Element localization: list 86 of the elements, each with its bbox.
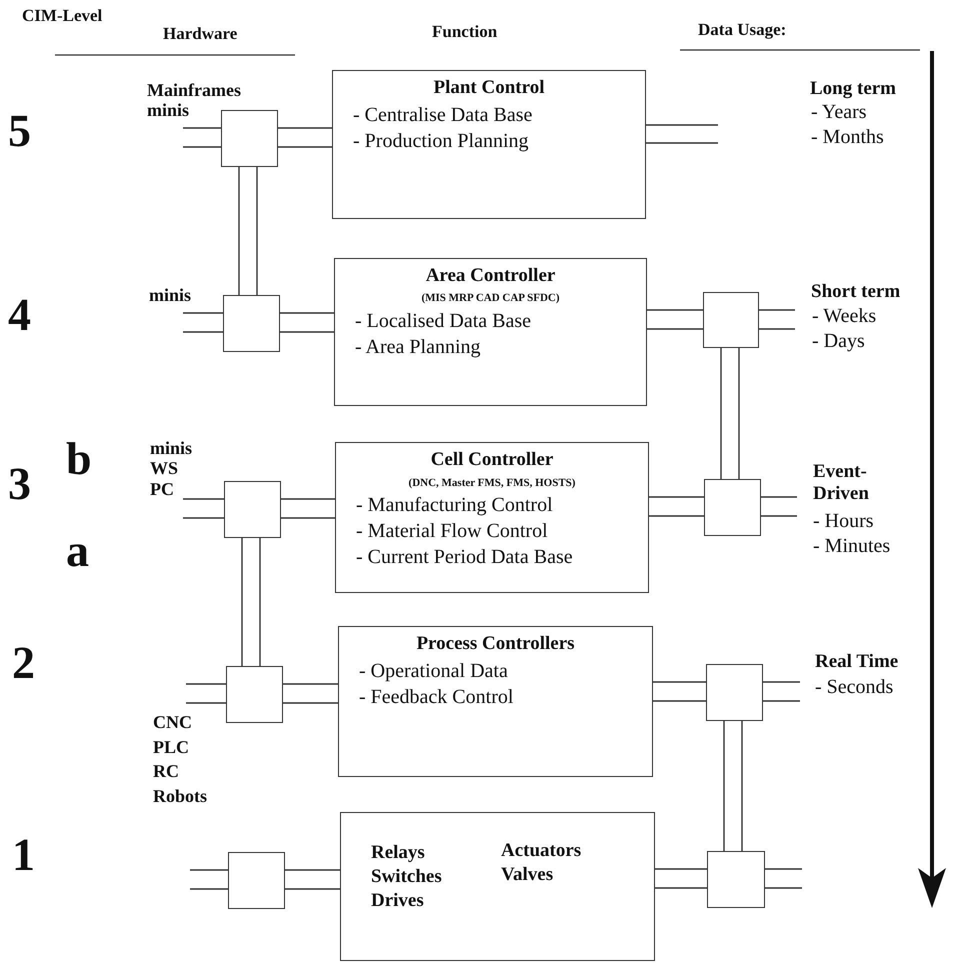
junction-box xyxy=(224,481,281,538)
connector-pipe xyxy=(654,868,708,889)
hardware-label: PC xyxy=(150,479,174,500)
connector-pipe xyxy=(720,347,740,480)
connector-pipe xyxy=(185,683,227,704)
connector-pipe xyxy=(760,496,798,517)
box-subtitle: (MIS MRP CAD CAP SFDC) xyxy=(420,292,561,306)
box-heading: Cell Controller xyxy=(430,449,554,472)
box-text: - Manufacturing Control xyxy=(356,493,553,517)
connector-pipe xyxy=(241,537,261,667)
data-usage-heading: Short term xyxy=(811,281,900,303)
column-header: Hardware xyxy=(163,24,238,44)
box-heading: Process Controllers xyxy=(415,633,576,656)
data-usage-item: - Weeks xyxy=(812,305,876,328)
data-usage-item: - Seconds xyxy=(815,676,894,699)
data-usage-item: - Hours xyxy=(813,510,874,533)
junction-box xyxy=(704,479,761,536)
junction-box xyxy=(223,295,280,352)
connector-pipe xyxy=(277,127,333,148)
box-text: Relays Switches Drives xyxy=(371,841,443,912)
box-text: - Centralise Data Base xyxy=(353,103,532,127)
box-text: - Material Flow Control xyxy=(356,519,548,543)
connector-pipe xyxy=(762,681,801,702)
connector-pipe xyxy=(238,166,258,296)
data-usage-item: - Minutes xyxy=(813,535,890,558)
box-text: - Current Period Data Base xyxy=(356,545,573,569)
hardware-label: Mainframes xyxy=(147,80,241,101)
junction-box xyxy=(706,664,763,721)
box-heading: Area Controller xyxy=(424,265,556,288)
function-box xyxy=(332,70,646,219)
connector-pipe xyxy=(646,309,704,330)
data-usage-heading: Real Time xyxy=(815,651,898,673)
connector-pipe xyxy=(645,124,719,144)
sublevel-letter: a xyxy=(66,528,89,574)
junction-box xyxy=(228,852,285,909)
hardware-label: CNC xyxy=(153,712,192,733)
connector-pipe xyxy=(182,127,222,148)
hardware-label: RC xyxy=(153,761,179,782)
connector-pipe xyxy=(723,720,743,852)
function-box xyxy=(335,442,649,593)
hardware-label: minis xyxy=(147,100,190,121)
hardware-label: WS xyxy=(150,458,178,479)
data-usage-heading: Event- Driven xyxy=(813,461,870,505)
level-number: 1 xyxy=(12,832,35,878)
connector-pipe xyxy=(648,496,705,517)
connector-pipe xyxy=(282,683,339,704)
function-box xyxy=(340,812,655,961)
box-text: Actuators Valves xyxy=(501,839,582,886)
column-header: CIM-Level xyxy=(22,6,102,26)
data-usage-heading: Long term xyxy=(810,78,896,100)
junction-box xyxy=(226,666,283,723)
connector-pipe xyxy=(182,498,225,519)
connector-pipe xyxy=(652,681,707,702)
hardware-label: Robots xyxy=(153,786,208,807)
box-text: - Feedback Control xyxy=(359,685,514,709)
box-text: - Localised Data Base xyxy=(355,309,532,333)
connector-pipe xyxy=(279,312,335,333)
hardware-label: PLC xyxy=(153,737,189,758)
level-number: 5 xyxy=(8,108,31,154)
data-usage-item: - Years xyxy=(811,101,867,124)
connector-pipe xyxy=(182,312,224,333)
junction-box xyxy=(707,851,765,908)
connector-pipe xyxy=(758,309,796,330)
column-header: Data Usage: xyxy=(698,20,786,40)
level-number: 2 xyxy=(12,640,35,686)
level-number: 4 xyxy=(8,292,31,338)
box-heading: Plant Control xyxy=(432,77,546,100)
box-subtitle: (DNC, Master FMS, FMS, HOSTS) xyxy=(408,477,576,490)
hardware-label: minis xyxy=(150,438,192,459)
data-usage-item: - Days xyxy=(812,330,865,353)
box-text: - Operational Data xyxy=(359,659,508,683)
data-usage-item: - Months xyxy=(811,126,884,149)
junction-box xyxy=(703,292,759,348)
connector-pipe xyxy=(280,498,336,519)
junction-box xyxy=(221,110,278,167)
hardware-label: minis xyxy=(149,285,192,306)
sublevel-letter: b xyxy=(66,436,92,482)
function-box xyxy=(338,626,653,777)
connector-pipe xyxy=(284,869,341,890)
level-number: 3 xyxy=(8,461,31,507)
column-header: Function xyxy=(432,22,498,42)
connector-pipe xyxy=(189,869,229,890)
function-box xyxy=(334,258,647,406)
box-text: - Production Planning xyxy=(353,129,529,153)
connector-pipe xyxy=(764,868,803,889)
box-text: - Area Planning xyxy=(355,335,481,359)
